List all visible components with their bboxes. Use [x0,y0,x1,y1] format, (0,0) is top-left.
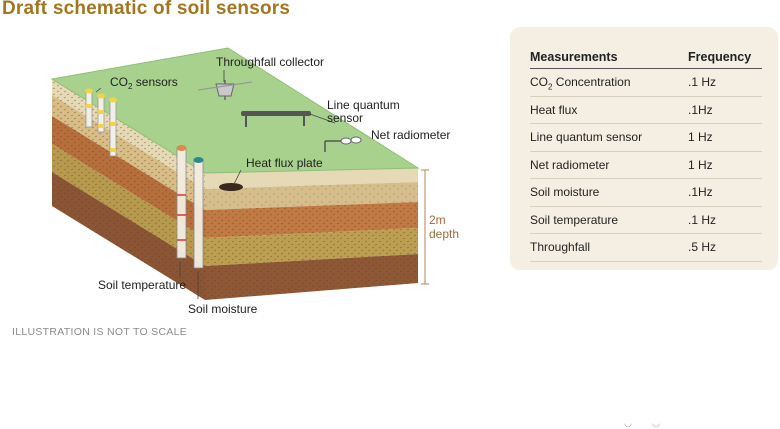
measurement-cell: Line quantum sensor [530,130,643,144]
soil-temperature-probe [176,145,187,259]
prev-slide-button[interactable]: ◡ [624,418,632,428]
depth-label-2: depth [429,227,459,241]
soil-temperature-label: Soil temperature [98,278,186,292]
heat-flux-plate [219,183,243,191]
depth-bracket [421,169,429,285]
net-radiometer-label: Net radiometer [371,128,450,142]
header-measurements: Measurements [530,50,618,64]
soil-moisture-probe [193,157,204,269]
throughfall-collector [197,80,253,100]
table-row: Line quantum sensor 1 Hz [530,124,762,152]
measurements-panel: Measurements Frequency CO2 Concentration… [510,27,778,270]
page-title: Draft schematic of soil sensors [2,0,291,19]
measurement-cell: Soil temperature [530,212,619,227]
line-quantum-sensor [241,111,311,127]
table-row: Soil moisture .1Hz [530,179,762,207]
soil-moisture-label: Soil moisture [188,302,258,316]
table-row: Soil temperature .1 Hz [530,207,762,234]
leader-lines [95,70,336,299]
measurement-cell: Soil moisture [530,185,600,199]
header-frequency: Frequency [688,50,752,64]
line-quantum-label-2: sensor [327,111,363,125]
depth-label-1: 2m [429,213,446,227]
table-row: Net radiometer 1 Hz [530,152,762,179]
measurements-table: Measurements Frequency CO2 Concentration… [530,49,762,262]
measurement-cell: Heat flux [530,102,578,117]
measurement-cell: CO2 Concentration [530,75,631,92]
measurement-cell: Throughfall [530,240,591,254]
soil-layers-side [205,168,418,300]
heat-flux-plate-label: Heat flux plate [246,156,323,170]
throughfall-collector-label: Throughfall collector [216,55,324,69]
measurement-cell: Net radiometer [530,157,610,172]
table-row: Throughfall .5 Hz [530,234,762,262]
next-slide-button[interactable]: ◡ [652,418,660,428]
table-row: CO2 Concentration .1 Hz [530,69,762,97]
frequency-cell: 1 Hz [688,130,713,144]
frequency-cell: .5 Hz [688,240,717,254]
frequency-cell: .1 Hz [688,75,717,89]
frequency-cell: 1 Hz [688,157,713,172]
table-header: Measurements Frequency [530,49,762,69]
net-radiometer [324,136,362,152]
scale-note: ILLUSTRATION IS NOT TO SCALE [12,326,188,338]
frequency-cell: .1 Hz [688,212,717,227]
soil-sensor-diagram: CO2 sensors Throughfall collector Line q… [50,47,459,316]
line-quantum-label-1: Line quantum [327,98,400,112]
frequency-cell: .1Hz [688,185,713,199]
table-row: Heat flux .1Hz [530,97,762,124]
co2-sensor-probes [85,88,117,157]
co2-sensors-label: CO2 sensors [110,75,178,91]
frequency-cell: .1Hz [688,102,713,117]
